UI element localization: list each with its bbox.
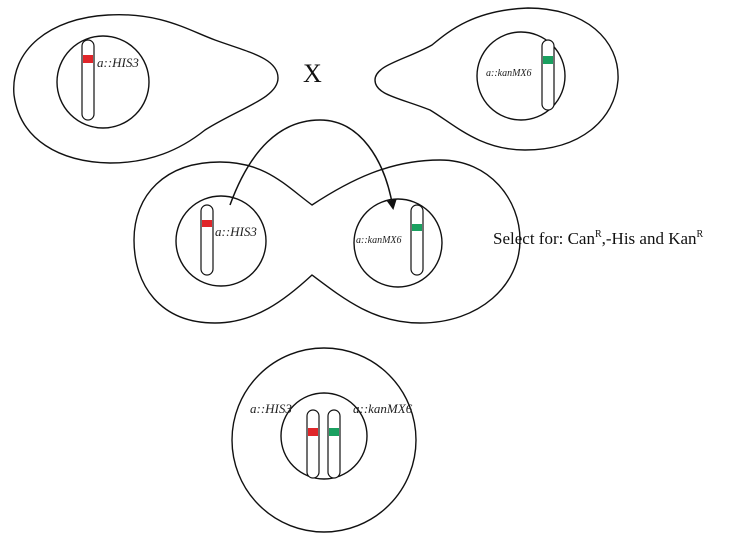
chromosome	[541, 39, 555, 111]
selection-sup-kan: R	[697, 229, 704, 240]
kanmx6-label: a::kanMX6	[356, 235, 402, 246]
zygote-nucleus-left	[175, 195, 267, 287]
his3-marker	[83, 55, 93, 63]
diploid-cell: a::HIS3 a::kanMX6	[231, 347, 417, 533]
selection-caption: Select for: CanR,-His and KanR	[493, 229, 704, 248]
his3-marker	[202, 220, 212, 227]
selection-middle: ,-His and Kan	[602, 229, 697, 248]
his3-label: a::HIS3	[215, 224, 257, 239]
cross-symbol: X	[303, 59, 322, 88]
his3-marker	[308, 428, 318, 436]
kanmx6-marker	[543, 56, 553, 64]
chromosome	[327, 409, 341, 479]
chromosome	[200, 204, 214, 276]
transfer-arrow	[229, 119, 397, 210]
diploid-nucleus	[280, 392, 368, 480]
kanmx6-marker	[329, 428, 339, 436]
haploid-cell-kanmx6: a::kanMX6	[374, 7, 619, 151]
chromosome	[306, 409, 320, 479]
his3-label: a::HIS3	[250, 401, 292, 416]
kanmx6-marker	[412, 224, 422, 231]
zygote: a::HIS3 a::kanMX6	[133, 119, 521, 324]
kanmx6-label: a::kanMX6	[353, 401, 413, 416]
his3-label: a::HIS3	[97, 55, 139, 70]
chromosome	[81, 39, 95, 121]
chromosome	[410, 204, 424, 276]
selection-prefix: Select for: Can	[493, 229, 595, 248]
nucleus-left	[56, 35, 150, 129]
haploid-cell-his3: a::HIS3	[13, 13, 279, 164]
selection-sup-can: R	[595, 229, 602, 240]
kanmx6-label: a::kanMX6	[486, 68, 532, 79]
